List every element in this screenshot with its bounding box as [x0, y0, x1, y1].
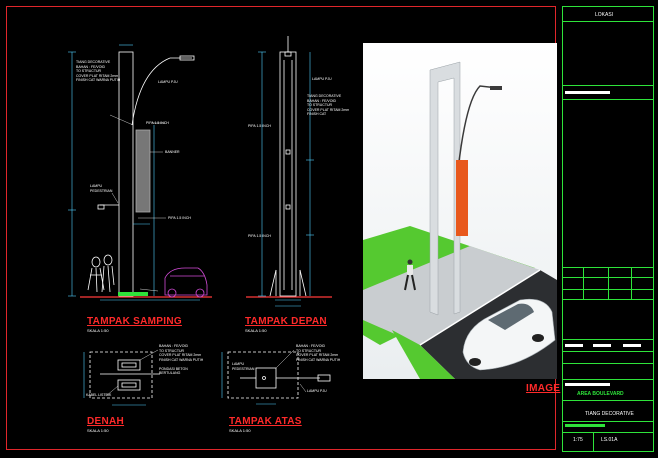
side-banner-note: BANNER — [165, 150, 180, 154]
drawing-scale: 1:75 — [573, 437, 583, 443]
side-pipa-bottom-note: PIPA 1.5 INCH — [168, 216, 191, 220]
front-view-title: TAMPAK DEPAN — [245, 316, 327, 327]
plan-view-scale: SKALA 1:50 — [87, 428, 109, 433]
plan-kabel-note: KABEL LISTRIK — [86, 393, 112, 397]
front-pipa-bottom-note: PIPA 1.5 INCH — [248, 234, 271, 238]
side-pipa-top-note: PIPA 1.5 INCH — [146, 121, 169, 125]
top-view-title: TAMPAK ATAS — [229, 416, 302, 427]
plan-notes: BAHAN : FE/VOID TO STRUCTUR COVER PLAT R… — [159, 344, 204, 375]
drawing-item: TIANG DECORATIVE — [585, 411, 634, 417]
project-name: AREA BOULEVARD — [577, 391, 624, 397]
plan-view-title: DENAH — [87, 416, 125, 427]
side-view-title: TAMPAK SAMPING — [87, 316, 182, 327]
side-lampu-pedestrian-note: LAMPU PEDESTRIAN — [90, 184, 113, 193]
front-lampu-pju-note: LAMPU PJU — [312, 77, 332, 81]
top-view-scale: SKALA 1:50 — [229, 428, 251, 433]
front-view-scale: SKALA 1:50 — [245, 328, 267, 333]
top-notes: BAHAN : FE/VOID TO STRUCTUR COVER PLAT R… — [296, 344, 341, 362]
render-title: IMAGE — [526, 383, 561, 394]
top-lampu-pju-note: LAMPU PJU — [307, 389, 327, 393]
front-tiang-note: TIANG DECORATIVE BAHAN : FE/VOID TO STRU… — [307, 94, 350, 116]
front-pipa-top-note: PIPA 1.5 INCH — [248, 124, 271, 128]
side-tiang-note: TIANG DECORATIVE BAHAN : FE/VOID TO STRU… — [76, 60, 121, 82]
title-block: LOKASI AREA BOULEVARD TIANG DECORATIVE 1… — [562, 6, 654, 452]
side-lampu-pju-note: LAMPU PJU — [158, 80, 178, 84]
title-block-header: LOKASI — [595, 12, 614, 18]
side-view-scale: SKALA 1:50 — [87, 328, 109, 333]
top-lampu-pedestrian-note: LAMPU PEDESTRIAN — [232, 362, 255, 371]
sheet-number: LS.01A — [601, 437, 618, 443]
